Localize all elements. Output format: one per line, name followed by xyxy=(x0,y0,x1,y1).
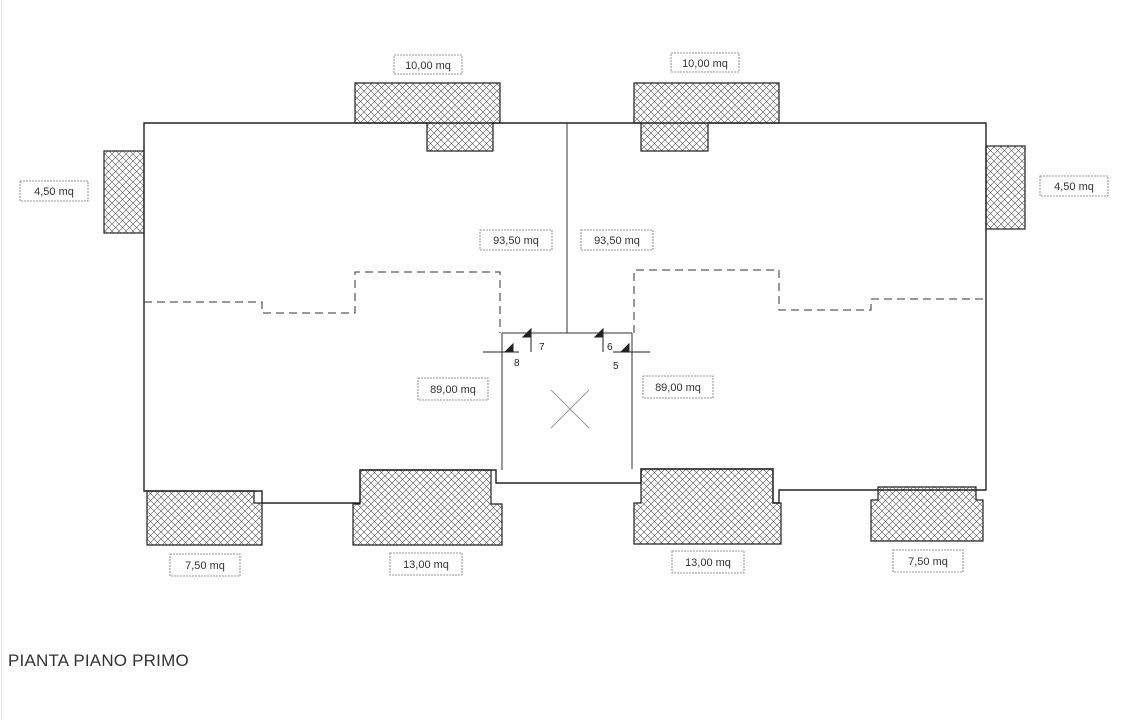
page-title: PIANTA PIANO PRIMO xyxy=(8,651,189,670)
balcony-bottom-right-small xyxy=(870,486,984,542)
balcony-top-right xyxy=(633,82,780,152)
building-outline xyxy=(143,122,987,504)
section-mark-8: 8 xyxy=(514,358,520,369)
area-labels: 10,00 mq 10,00 mq 4,50 mq 4,50 mq 93,50 … xyxy=(19,52,1109,577)
section-mark-7: 7 xyxy=(539,342,545,353)
interior-walls xyxy=(501,123,633,470)
label-room-upper-right: 93,50 mq xyxy=(594,235,640,247)
stair-void-mark xyxy=(550,389,590,429)
dashed-unit-boundaries xyxy=(144,269,986,333)
section-mark-6: 6 xyxy=(607,342,613,353)
balcony-bottom-left-large xyxy=(352,469,503,546)
balcony-top-left xyxy=(354,82,501,152)
label-side-right: 4,50 mq xyxy=(1054,181,1094,193)
label-balcony-bottom-right-large: 13,00 mq xyxy=(685,557,731,569)
section-markers xyxy=(483,327,650,353)
page-border xyxy=(1,0,2,720)
balcony-bottom-right-large xyxy=(633,468,782,545)
balcony-side-right xyxy=(985,145,1026,230)
label-room-lower-right: 89,00 mq xyxy=(655,382,701,394)
balcony-side-left xyxy=(103,150,145,234)
balcony-bottom-left-small xyxy=(146,490,263,546)
label-room-upper-left: 93,50 mq xyxy=(493,235,539,247)
label-balcony-bottom-left-large: 13,00 mq xyxy=(403,559,449,571)
section-mark-5: 5 xyxy=(613,361,619,372)
label-balcony-top-left: 10,00 mq xyxy=(405,60,451,72)
label-side-left: 4,50 mq xyxy=(34,186,74,198)
label-balcony-top-right: 10,00 mq xyxy=(682,58,728,70)
label-balcony-bottom-left-small: 7,50 mq xyxy=(185,560,225,572)
balconies xyxy=(103,82,1026,546)
label-balcony-bottom-right-small: 7,50 mq xyxy=(908,556,948,568)
label-room-lower-left: 89,00 mq xyxy=(430,384,476,396)
